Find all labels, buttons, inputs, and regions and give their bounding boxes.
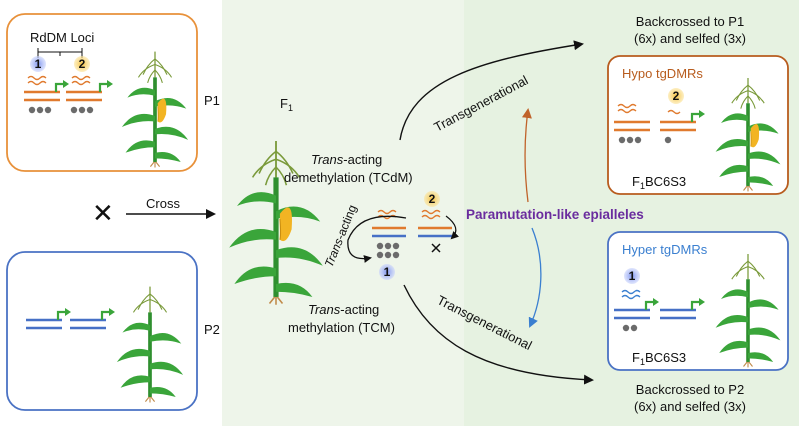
hypo-left-sirna-dots bbox=[618, 136, 642, 144]
p1-locus2-number: 2 bbox=[79, 57, 86, 71]
tcm-label-line2: methylation (TCM) bbox=[288, 320, 395, 335]
hyper-locus1-badge bbox=[624, 268, 640, 284]
hyper-tgdmrs-title: Hyper tgDMRs bbox=[622, 242, 708, 257]
p1-promoter-arrowhead-icon bbox=[63, 80, 69, 88]
rddm-loci-bracket bbox=[37, 48, 83, 58]
hypo-left-methyl-wave-icon bbox=[617, 103, 637, 114]
p1-locus2-sirna-dots bbox=[70, 106, 94, 114]
f1-locus1-badge bbox=[379, 264, 395, 280]
p1-locus2-methyl-wave-icon bbox=[71, 75, 91, 86]
p1-label: P1 bbox=[204, 93, 220, 108]
f1-locus2-number: 2 bbox=[429, 192, 436, 206]
bottom-transgenerational-arrow bbox=[403, 284, 594, 385]
f1-panel-background bbox=[222, 0, 464, 426]
f1-locus1-number: 1 bbox=[384, 265, 391, 279]
f1-label: F1 bbox=[280, 96, 293, 113]
hypo-promoter-arrowhead-icon bbox=[699, 110, 705, 118]
hyper-promoter-arrowhead2-icon bbox=[699, 298, 705, 306]
cross-symbol-icon: ✕ bbox=[92, 199, 114, 229]
cross-label: Cross bbox=[146, 196, 180, 211]
hypo-generation-label: F1BC6S3 bbox=[632, 174, 686, 191]
hypo-header-line1: Backcrossed to P1 bbox=[636, 14, 744, 29]
p2-promoter-arrow-icon bbox=[56, 310, 66, 320]
f1-locus2-blocked-x-icon bbox=[431, 243, 441, 253]
p2-promoter-arrow2-icon bbox=[100, 310, 110, 320]
hyper-promoter-arrowhead-icon bbox=[653, 298, 659, 306]
tcdm-label-line1: Trans-acting bbox=[311, 152, 382, 167]
hypo-right-sirna-dot bbox=[664, 136, 672, 144]
hyper-locus1-number: 1 bbox=[629, 269, 636, 283]
p1-locus1-number: 1 bbox=[35, 57, 42, 71]
p1-locus1-methyl-wave-icon bbox=[27, 75, 47, 86]
f1-locus2-curved-arrow bbox=[445, 215, 460, 240]
hyper-paramutation-arrow bbox=[528, 227, 542, 328]
tcm-label-line1: Trans-acting bbox=[308, 302, 379, 317]
rddm-loci-title: RdDM Loci bbox=[30, 30, 94, 45]
hypo-locus2-badge bbox=[668, 88, 684, 104]
f1-locus1-methyl-wave-icon bbox=[377, 209, 397, 220]
hyper-promoter-arrow-icon bbox=[644, 300, 654, 310]
tcdm-label-line2: demethylation (TCdM) bbox=[284, 170, 413, 185]
paramutation-label: Paramutation-like epialleles bbox=[466, 207, 644, 222]
p2-label: P2 bbox=[204, 322, 220, 337]
p2-box bbox=[6, 251, 198, 411]
f1-locus2-badge bbox=[424, 191, 440, 207]
hyper-footer-line1: Backcrossed to P2 bbox=[636, 382, 744, 397]
hypo-promoter-arrow-icon bbox=[690, 112, 700, 122]
hyper-footer-line2: (6x) and selfed (3x) bbox=[634, 399, 746, 414]
hyper-generation-label: F1BC6S3 bbox=[632, 350, 686, 367]
f1-locus2-methyl-wave-icon bbox=[421, 209, 441, 220]
hypo-tgdmrs-title: Hypo tgDMRs bbox=[622, 66, 703, 81]
p2-promoter-arrowhead2-icon bbox=[109, 308, 115, 316]
hypo-locus2-number: 2 bbox=[673, 89, 680, 103]
hypo-header-line2: (6x) and selfed (3x) bbox=[634, 31, 746, 46]
p1-locus1-badge bbox=[30, 56, 46, 72]
p1-promoter-arrow-icon bbox=[54, 82, 64, 92]
hypo-paramutation-arrow bbox=[521, 108, 532, 203]
hyper-sirna-dots bbox=[622, 324, 638, 332]
trans-acting-loop-arrow bbox=[347, 215, 407, 263]
p1-locus1-sirna-dots bbox=[28, 106, 52, 114]
p1-promoter-arrow2-icon bbox=[98, 82, 108, 92]
top-transgenerational-arrow bbox=[399, 40, 584, 141]
hypo-right-methyl-wave-icon bbox=[667, 109, 681, 115]
p1-promoter-arrowhead2-icon bbox=[107, 80, 113, 88]
p1-locus2-badge bbox=[74, 56, 90, 72]
p2-promoter-arrowhead-icon bbox=[65, 308, 71, 316]
f1-locus1-sirna-dots bbox=[376, 242, 400, 259]
hyper-methyl-wave-icon bbox=[621, 289, 641, 300]
hyper-promoter-arrow2-icon bbox=[690, 300, 700, 310]
